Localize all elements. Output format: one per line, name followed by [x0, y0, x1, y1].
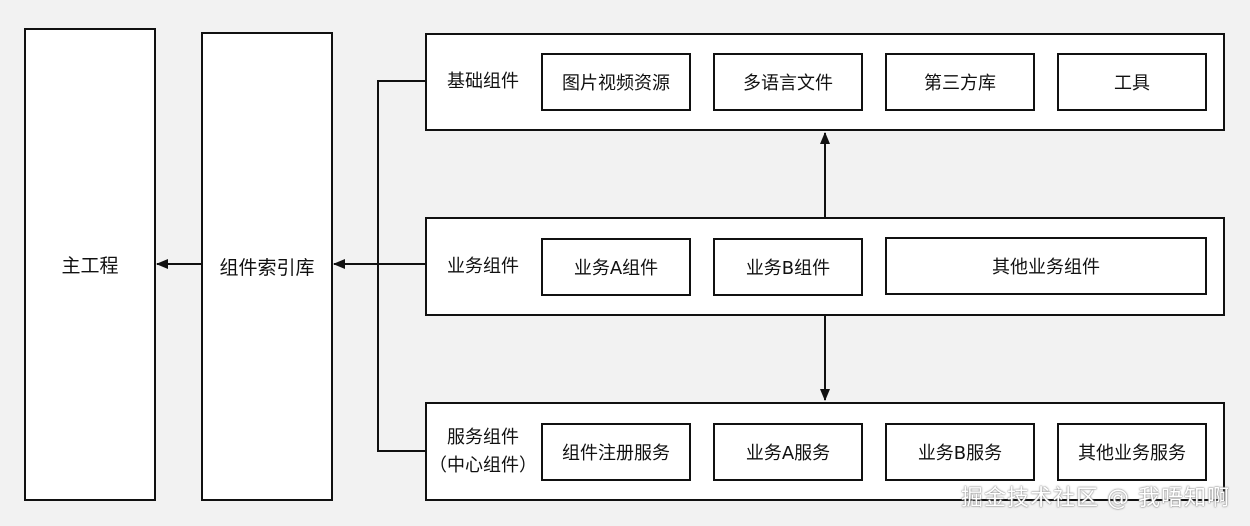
business-a-service-node: 业务A服务 — [713, 423, 863, 481]
other-business-components-node: 其他业务组件 — [885, 237, 1207, 295]
basic-components-label: 基础组件 — [447, 71, 519, 92]
index-library-box — [201, 32, 333, 501]
business-a-component-node: 业务A组件 — [541, 238, 691, 296]
image-video-resources-node: 图片视频资源 — [541, 53, 691, 111]
other-business-services-node: 其他业务服务 — [1057, 423, 1207, 481]
service-components-label: 服务组件 （中心组件） — [426, 402, 540, 501]
bracket-connector — [377, 80, 425, 452]
tools-node: 工具 — [1057, 53, 1207, 111]
business-b-component-node: 业务B组件 — [713, 238, 863, 296]
third-party-library-node: 第三方库 — [885, 53, 1035, 111]
index-library-label: 组件索引库 — [219, 257, 315, 279]
service-components-label-line2: （中心组件） — [429, 454, 537, 476]
component-registration-service-node: 组件注册服务 — [541, 423, 691, 481]
watermark: 掘金技术社区 @ 我唔知啊 — [961, 486, 1230, 511]
main-project-label: 主工程 — [61, 255, 119, 277]
business-components-label: 业务组件 — [447, 255, 519, 277]
multilanguage-files-node: 多语言文件 — [713, 53, 863, 111]
business-b-service-node: 业务B服务 — [885, 423, 1035, 481]
main-project-box — [24, 28, 156, 501]
service-components-label-line1: 服务组件 — [447, 426, 519, 448]
